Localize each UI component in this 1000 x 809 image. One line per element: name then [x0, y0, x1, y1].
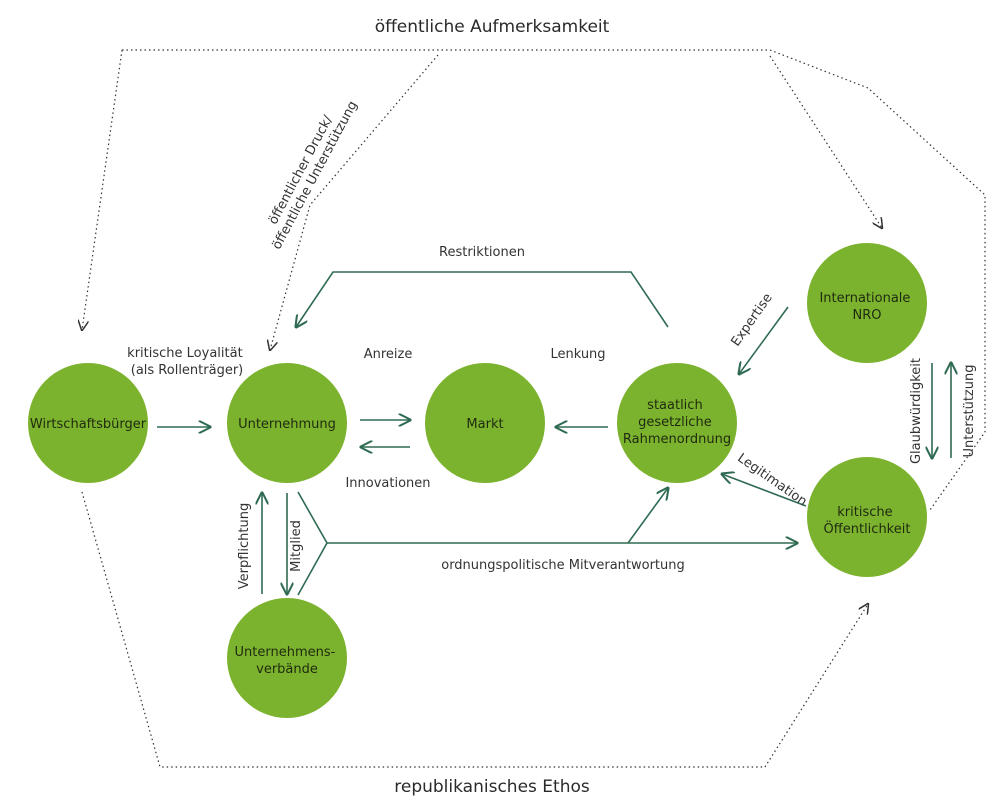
- label-kritische-loyalitaet: kritische Loyalität (als Rollenträger): [127, 346, 247, 378]
- label-mitglied: Mitglied: [289, 520, 304, 572]
- arrow-legitimation: [722, 474, 807, 507]
- node-markt: Markt: [425, 363, 545, 483]
- label-expertise: Expertise: [728, 291, 775, 350]
- label-anreize: Anreize: [364, 347, 413, 362]
- node-unternehmung-label: Unternehmung: [238, 417, 336, 432]
- frame-top-label: öffentliche Aufmerksamkeit: [375, 17, 610, 37]
- label-legitimation: Legitimation: [734, 451, 809, 510]
- node-rahmenordnung: staatlich gesetzliche Rahmenordnung: [617, 363, 737, 483]
- node-unternehmensverbaende-label: Unternehmens- verbände: [235, 645, 340, 677]
- label-verpflichtung: Verpflichtung: [237, 503, 252, 590]
- label-oeffentlicher-druck: öffentlicher Druck/ öffentliche Unterstü…: [256, 92, 360, 253]
- frame-bottom-label: republikanisches Ethos: [394, 777, 590, 797]
- node-wirtschaftsbuerger-label: Wirtschaftsbürger: [30, 417, 147, 432]
- dotted-frame-bottom: [81, 491, 765, 768]
- dotted-arrow-to-wirtschaftsbuerger: [82, 49, 123, 330]
- arrow-restriktionen: [296, 271, 669, 327]
- dotted-arrow-to-oeffentlichkeit: [764, 604, 868, 768]
- arrow-to-rahmenordnung: [627, 488, 668, 544]
- node-unternehmensverbaende: Unternehmens- verbände: [227, 598, 347, 718]
- dotted-arrow-to-nro: [769, 55, 882, 228]
- label-restriktionen: Restriktionen: [439, 245, 525, 260]
- label-innovationen: Innovationen: [345, 476, 430, 491]
- dotted-frame-top: [122, 49, 986, 511]
- label-ordnungspolitische: ordnungspolitische Mitverantwortung: [441, 558, 685, 573]
- node-rahmenordnung-label: staatlich gesetzliche Rahmenordnung: [623, 398, 731, 447]
- arrow-expertise: [739, 306, 789, 374]
- dotted-arrow-oeffentlicher-druck: [270, 54, 439, 350]
- node-unternehmung: Unternehmung: [227, 363, 347, 483]
- node-kritische-oeffentlichkeit-label: kritische Öffentlichkeit: [824, 505, 911, 537]
- label-glaubwuerdigkeit: Glaubwürdigkeit: [909, 358, 924, 464]
- node-internationale-nro-label: Internationale NRO: [819, 291, 914, 323]
- node-markt-label: Markt: [466, 417, 503, 432]
- label-unterstuetzung: Unterstützung: [962, 365, 977, 458]
- node-internationale-nro: Internationale NRO: [807, 243, 927, 363]
- label-lenkung: Lenkung: [550, 347, 605, 362]
- node-wirtschaftsbuerger: Wirtschaftsbürger: [28, 363, 148, 483]
- node-kritische-oeffentlichkeit: kritische Öffentlichkeit: [807, 457, 927, 577]
